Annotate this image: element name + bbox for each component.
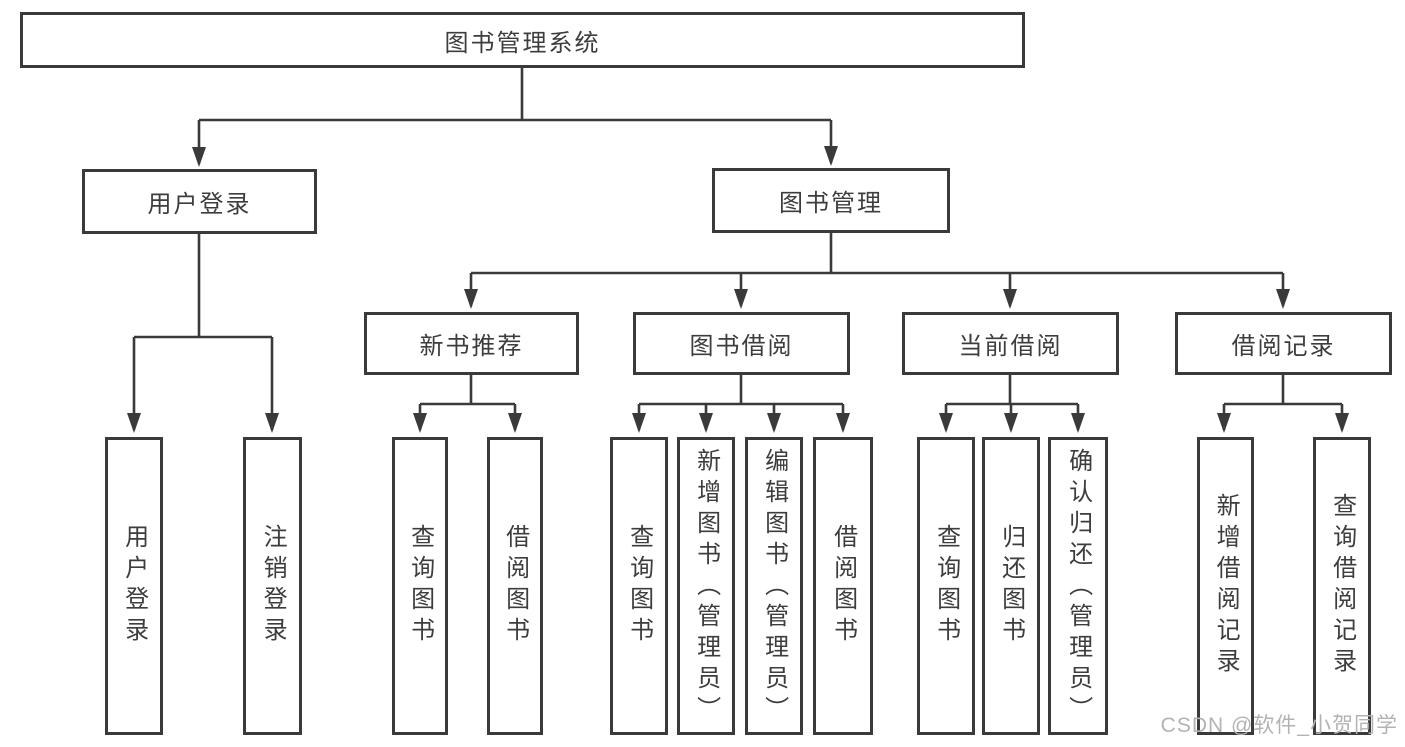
leaf-records-add-record: 新增借阅记录: [1197, 437, 1254, 735]
node-borrow-records: 借阅记录: [1175, 312, 1392, 375]
leaf-logout: 注销登录: [243, 437, 302, 735]
leaf-user-login: 用户登录: [105, 437, 163, 735]
node-book-management: 图书管理: [712, 168, 950, 233]
node-root: 图书管理系统: [20, 12, 1025, 68]
node-user-login: 用户登录: [82, 169, 317, 234]
leaf-borrow-edit-books-admin: 编辑图书（管理员）: [745, 437, 803, 735]
leaf-recommend-borrow-books: 借阅图书: [487, 437, 543, 735]
leaf-current-return-books: 归还图书: [982, 437, 1040, 735]
leaf-borrow-query-books: 查询图书: [610, 437, 668, 735]
leaf-records-query-record: 查询借阅记录: [1313, 437, 1371, 735]
node-current-borrow: 当前借阅: [902, 312, 1119, 375]
watermark-text: CSDN @软件_小贺同学: [1160, 714, 1398, 737]
node-book-borrow: 图书借阅: [633, 312, 850, 375]
leaf-borrow-borrow-books: 借阅图书: [813, 437, 873, 735]
leaf-current-confirm-return-admin: 确认归还（管理员）: [1048, 437, 1108, 735]
leaf-recommend-query-books: 查询图书: [392, 437, 448, 735]
node-new-book-recommend: 新书推荐: [364, 312, 579, 375]
leaf-borrow-add-books-admin: 新增图书（管理员）: [677, 437, 735, 735]
leaf-current-query-books: 查询图书: [917, 437, 975, 735]
